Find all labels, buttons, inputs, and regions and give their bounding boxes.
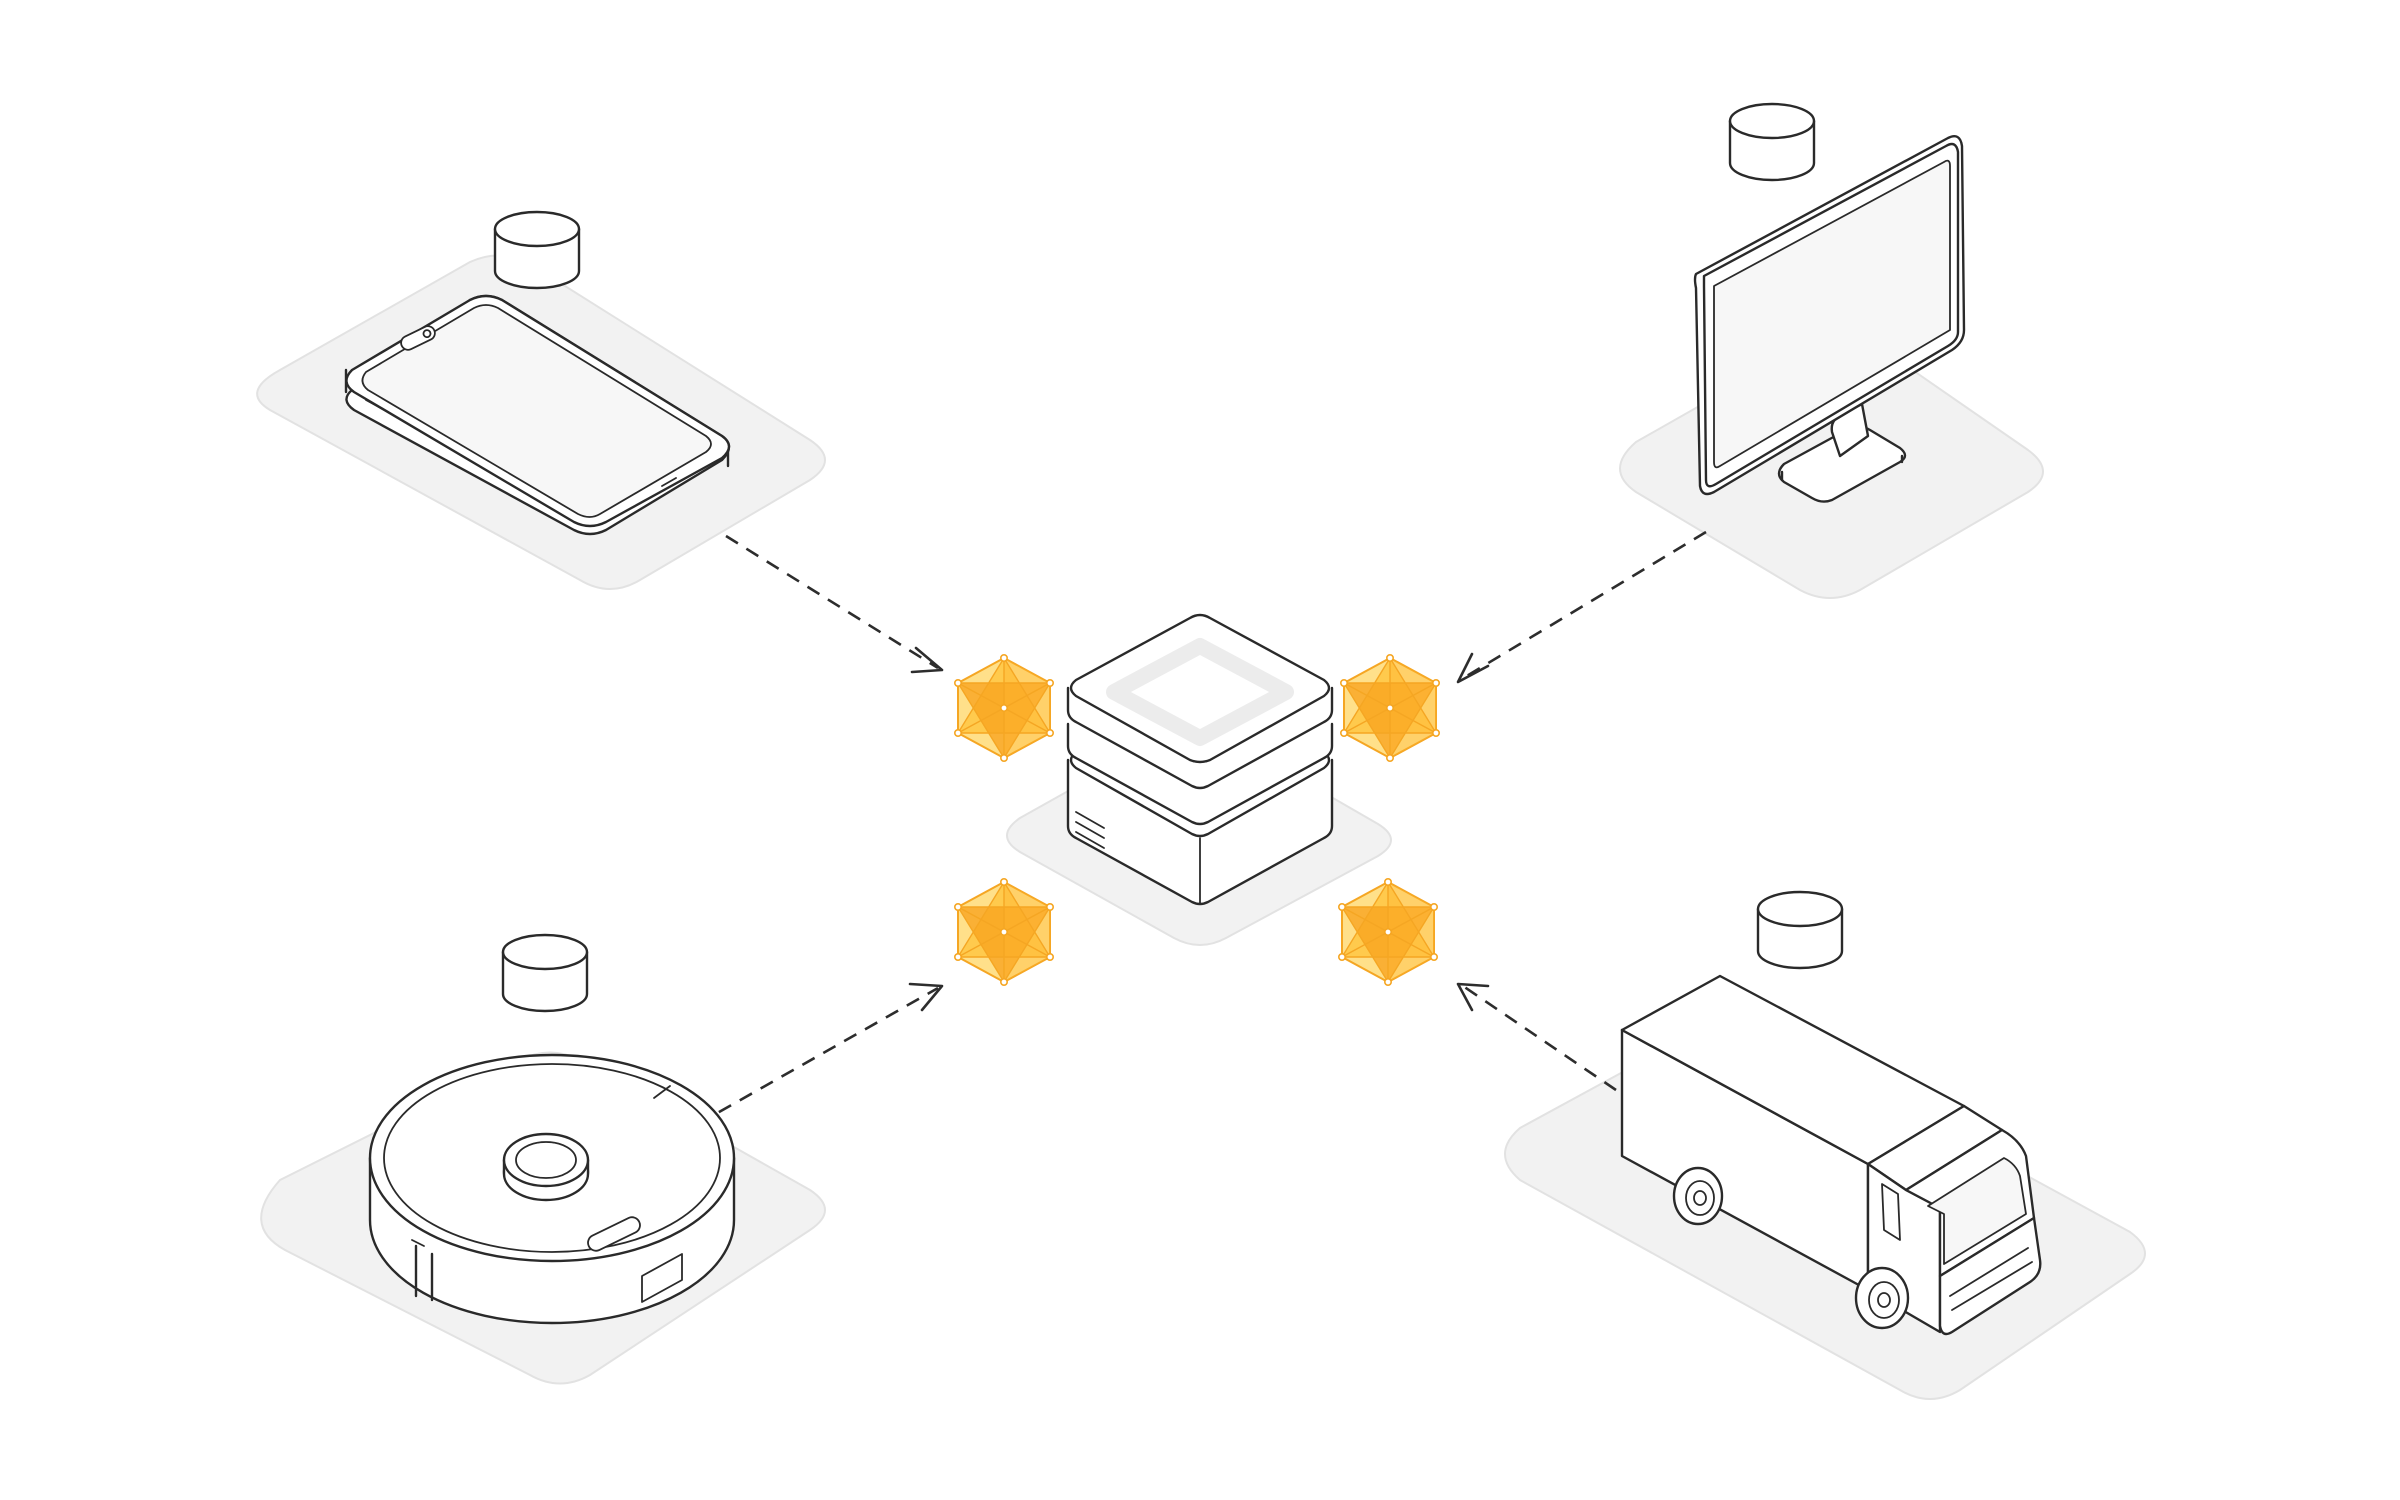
crystal-top-left-icon: [953, 653, 1055, 763]
local-store-phone-icon: [493, 210, 581, 290]
edge-robot-to-hub: [697, 982, 944, 1126]
local-store-truck-icon: [1756, 890, 1844, 970]
server-hub-icon: [1066, 613, 1334, 906]
edge-phone-to-hub: [725, 534, 944, 674]
local-store-robot-icon: [501, 933, 589, 1013]
robot-vacuum-icon: [368, 1053, 736, 1325]
local-store-monitor-icon: [1728, 102, 1816, 182]
edge-monitor-to-hub: [1456, 530, 1707, 684]
smartphone-icon: [344, 294, 731, 536]
crystal-top-right-icon: [1339, 653, 1441, 763]
delivery-truck-icon: [1620, 974, 2042, 1336]
desktop-monitor-icon: [1693, 135, 1966, 503]
crystal-bottom-left-icon: [953, 877, 1055, 987]
crystal-bottom-right-icon: [1337, 877, 1439, 987]
edge-truck-to-hub: [1456, 982, 1617, 1092]
